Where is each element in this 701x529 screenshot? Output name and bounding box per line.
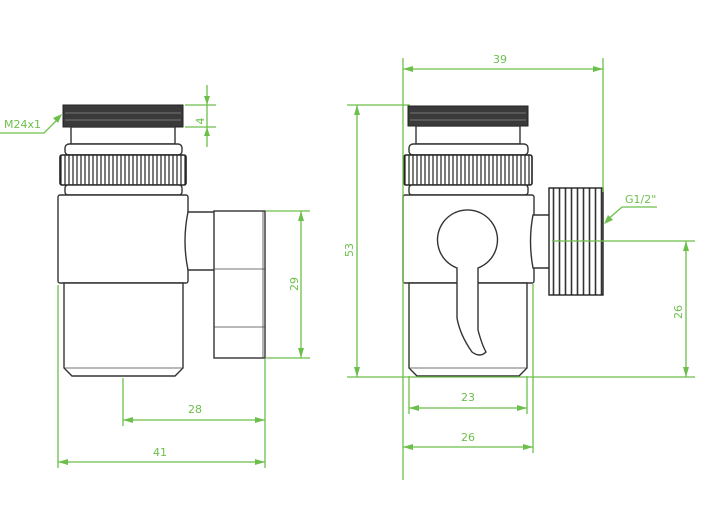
collar (408, 143, 529, 156)
front-view (402, 105, 604, 377)
knurled-nut (59, 154, 187, 186)
dim-thread-height: 4 (194, 118, 207, 125)
dim-overall-width: 39 (493, 53, 507, 66)
lower-collar (408, 184, 529, 196)
dim-overall-width: 41 (153, 446, 167, 459)
dim-outlet-axis-height: 26 (672, 305, 685, 319)
dim-axis-to-outlet: 28 (188, 403, 202, 416)
knurled-nut (403, 154, 533, 186)
side-nub (529, 214, 551, 269)
side-view-dimensions: 4 M24x1 29 28 41 (0, 85, 310, 468)
top-thread (407, 105, 529, 127)
side-nut (213, 210, 266, 359)
diverter-lever (436, 209, 499, 356)
dim-outlet-height: 29 (288, 277, 301, 291)
body (57, 194, 189, 284)
neck (70, 126, 176, 145)
outlet-thread-label: G1/2" (625, 193, 656, 206)
side-view (57, 104, 266, 377)
dim-bottom-diameter: 23 (461, 391, 475, 404)
front-view-dimensions: 39 53 G1/2" 26 23 26 (343, 53, 695, 480)
dim-body-diameter: 26 (461, 431, 475, 444)
lower-body (63, 282, 184, 377)
dim-overall-height: 53 (343, 243, 356, 257)
top-thread (62, 104, 184, 128)
collar (64, 143, 183, 156)
thread-label: M24x1 (4, 118, 41, 131)
neck (415, 125, 521, 145)
lower-collar (64, 184, 183, 196)
side-nub (184, 211, 217, 271)
